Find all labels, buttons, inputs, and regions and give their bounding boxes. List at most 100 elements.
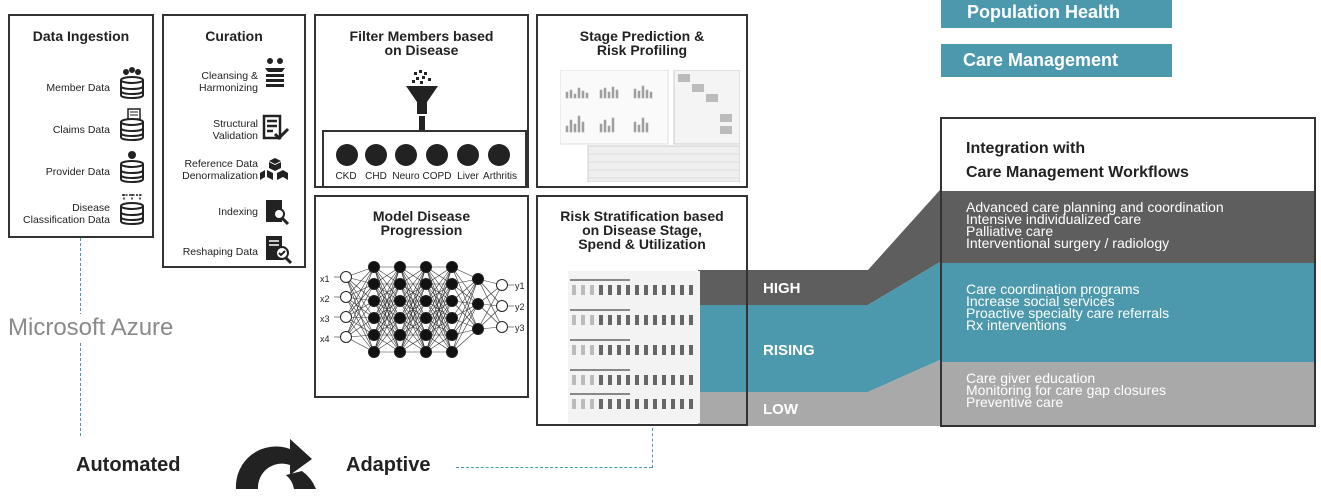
microsoft-azure-label: Microsoft Azure <box>8 314 178 342</box>
person-glyph <box>581 315 585 325</box>
disease-icons-row: CKD CHD Neuro COPD Liver Arthritis <box>330 144 520 186</box>
risk-stratification-panel: Risk Stratification based on Disease Sta… <box>536 195 748 426</box>
tier-low-label: LOW <box>763 401 798 418</box>
workflow-high-4: Interventional surgery / radiology <box>966 235 1170 251</box>
person-glyph <box>644 345 648 355</box>
nn-node <box>446 278 458 290</box>
filter-members-panel: Filter Members based on Disease CKD CHD … <box>314 14 529 188</box>
nn-node <box>420 261 432 273</box>
person-glyph <box>635 399 639 409</box>
copd-lungs-icon <box>426 144 448 166</box>
member-data-icon <box>118 66 146 105</box>
person-glyph <box>644 285 648 295</box>
nn-node <box>420 346 432 358</box>
person-glyph <box>653 315 657 325</box>
integration-panel: Integration with Care Management Workflo… <box>940 117 1316 427</box>
person-glyph <box>644 399 648 409</box>
ckd-label: CKD <box>335 171 357 182</box>
nn-node <box>394 295 406 307</box>
liver-label: Liver <box>457 171 479 182</box>
tier-high-label: HIGH <box>763 280 801 297</box>
person-glyph <box>680 345 684 355</box>
risk-strat-thumbnail <box>568 271 700 423</box>
nn-node <box>496 300 508 312</box>
output-y3-label: y3 <box>515 323 525 333</box>
arthritis-joint-icon <box>488 144 510 166</box>
person-glyph <box>689 375 693 385</box>
cleansing-icon <box>260 56 290 93</box>
indexing-icon <box>264 198 290 231</box>
stage-prediction-panel: Stage Prediction & Risk Profiling <box>536 14 748 188</box>
nn-node <box>472 323 484 335</box>
person-glyph <box>662 375 666 385</box>
person-glyph <box>608 375 612 385</box>
cleansing-label: Cleansing & Harmonizing <box>199 70 258 94</box>
person-glyph <box>662 285 666 295</box>
adaptive-dashed-line <box>456 467 652 468</box>
nn-node <box>368 346 380 358</box>
workflow-rising-3: Proactive specialty care referrals <box>966 305 1170 321</box>
person-glyph <box>599 285 603 295</box>
person-glyph <box>653 285 657 295</box>
person-glyph <box>599 375 603 385</box>
nn-node <box>368 295 380 307</box>
model-progression-panel: Model Disease Progression x1 x2 x3 x4 y1… <box>314 195 529 398</box>
tier-low-band <box>698 392 868 426</box>
person-glyph <box>626 285 630 295</box>
nn-node <box>394 329 406 341</box>
population-health-label: Population Health <box>967 2 1120 22</box>
person-glyph <box>680 399 684 409</box>
funnel-icon <box>404 70 440 135</box>
nn-node <box>368 261 380 273</box>
person-glyph <box>653 345 657 355</box>
nn-node <box>340 331 352 343</box>
input-x4-label: x4 <box>320 334 330 344</box>
person-glyph <box>689 315 693 325</box>
input-x3-label: x3 <box>320 314 330 324</box>
reshaping-icon <box>264 234 293 269</box>
person-glyph <box>635 345 639 355</box>
nn-node <box>340 291 352 303</box>
nn-node <box>420 312 432 324</box>
person-glyph <box>617 375 621 385</box>
person-glyph <box>608 285 612 295</box>
person-glyph <box>572 345 576 355</box>
person-glyph <box>590 345 594 355</box>
person-glyph <box>572 375 576 385</box>
output-y2-label: y2 <box>515 302 525 312</box>
filter-members-title: Filter Members based on Disease <box>349 28 494 58</box>
nn-node <box>446 261 458 273</box>
nn-node <box>394 278 406 290</box>
neuro-brain-icon <box>395 144 417 166</box>
person-glyph <box>626 399 630 409</box>
person-glyph <box>680 285 684 295</box>
risk-profile-thumbnail <box>559 69 741 183</box>
chd-heart-icon <box>365 144 387 166</box>
data-ingestion-title: Data Ingestion <box>32 28 130 44</box>
tier-connector <box>860 190 940 426</box>
member-data-label: Member Data <box>46 82 110 94</box>
nn-node <box>340 311 352 323</box>
nn-node <box>394 346 406 358</box>
ckd-kidney-icon <box>336 144 358 166</box>
nn-node <box>368 329 380 341</box>
person-glyph <box>644 315 648 325</box>
care-management-label: Care Management <box>963 50 1119 70</box>
nn-node <box>394 261 406 273</box>
nn-node <box>472 298 484 310</box>
person-glyph <box>581 399 585 409</box>
person-glyph <box>590 399 594 409</box>
person-glyph <box>626 315 630 325</box>
workflow-high-1: Advanced care planning and coordination <box>966 199 1224 215</box>
liver-icon <box>457 144 479 166</box>
nn-node <box>446 295 458 307</box>
arthritis-label: Arthritis <box>483 171 517 182</box>
workflow-rising-band: Care coordination programs Increase soci… <box>942 263 1314 362</box>
person-glyph <box>599 399 603 409</box>
nn-node <box>472 273 484 285</box>
workflow-high-3: Palliative care <box>966 223 1054 239</box>
population-health-badge: Population Health <box>941 0 1172 28</box>
workflow-low-band: Care giver education Monitoring for care… <box>942 362 1314 425</box>
nn-node <box>496 321 508 333</box>
person-glyph <box>689 285 693 295</box>
